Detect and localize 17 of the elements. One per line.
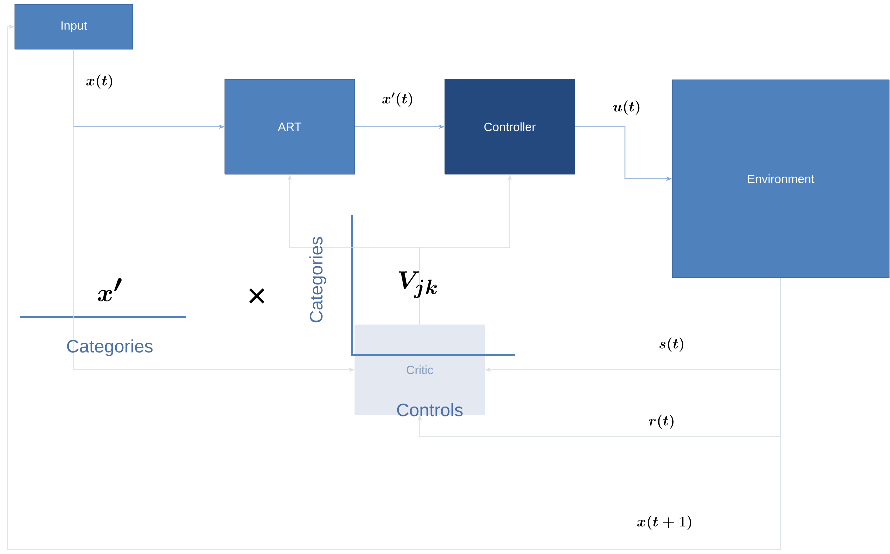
input-box: Input [14,4,134,50]
axis-label: Controls [397,403,463,417]
arrow [8,24,782,550]
math-symbol: $V_{jk}$ [399,272,438,298]
math-symbol: $x'$ [98,278,122,302]
process-box: ART [224,79,356,175]
edge-label: $x(t)$ [84,74,116,90]
axis-label: Categories [310,237,326,323]
edge-label: $u(t)$ [612,100,642,116]
edge-label: $s(t)$ [658,336,686,354]
times-sign: × [249,288,265,304]
process-box: Controller [444,79,576,175]
process-box: Environment [672,80,890,278]
axis-label: Categories [67,340,153,356]
edge-label: $r(t)$ [648,414,676,430]
edge-label: $x(t+1)$ [636,514,694,532]
edge-label: $x'(t)$ [381,92,416,108]
